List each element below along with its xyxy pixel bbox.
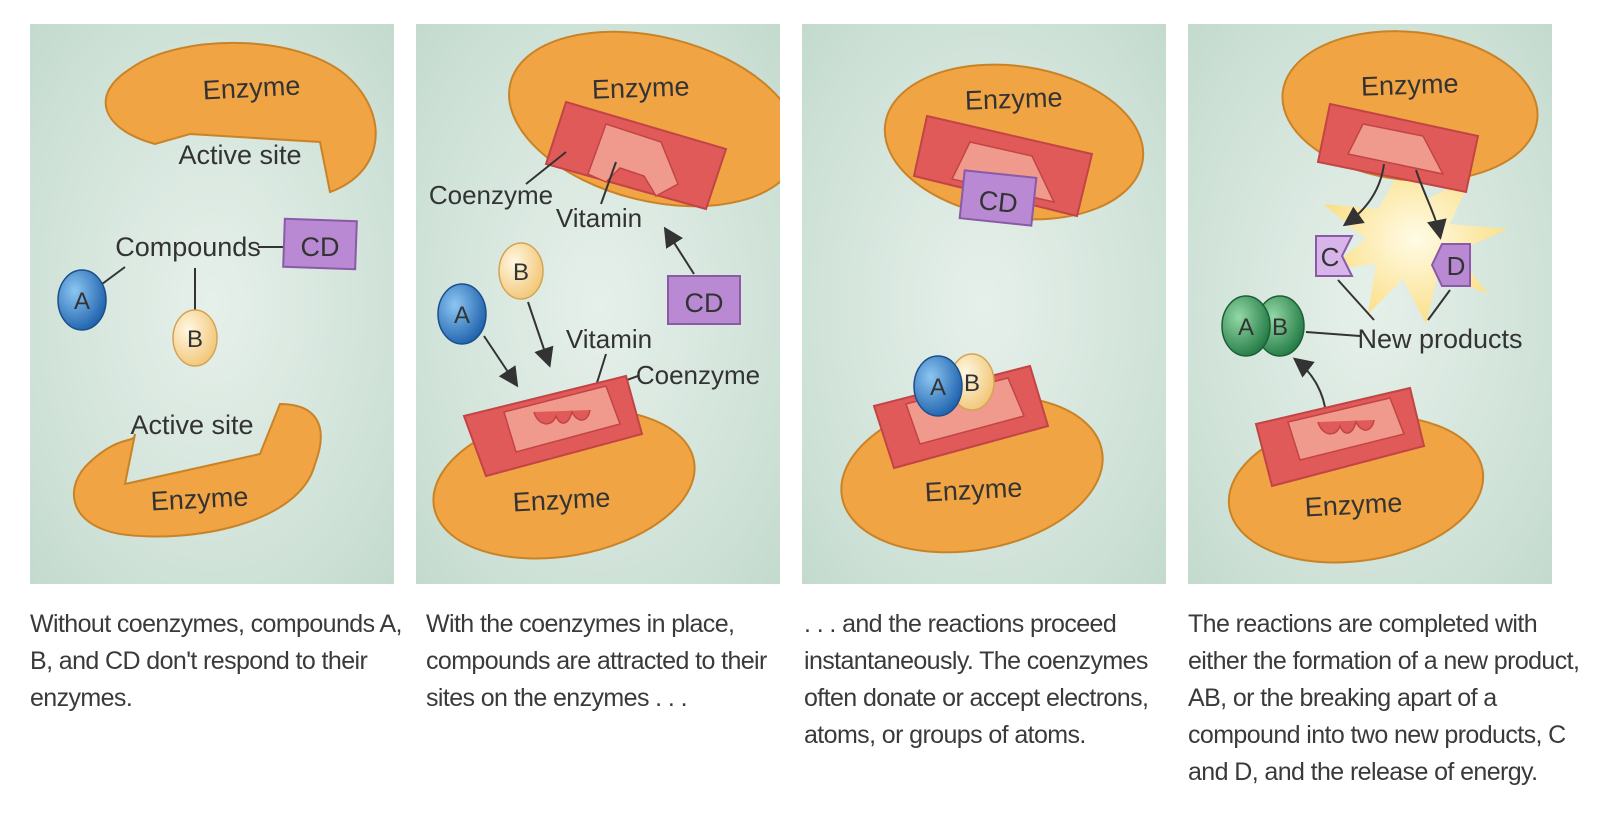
product-ab-b-label: B xyxy=(1272,314,1288,341)
enzyme-bottom-label: Enzyme xyxy=(150,481,249,516)
panel-4-diagram: Enzyme C D A B New products Enzyme xyxy=(1221,30,1539,564)
enzyme-bottom-shape xyxy=(72,402,322,538)
cd-arrow xyxy=(663,226,695,275)
panel-3-caption: . . . and the reactions proceed instanta… xyxy=(804,610,1149,749)
compound-b xyxy=(498,242,544,300)
compound-cd-label: CD xyxy=(977,185,1019,219)
compound-cd-label: CD xyxy=(301,232,340,262)
b-arrow xyxy=(527,301,554,368)
enzyme-top-shape xyxy=(104,41,377,194)
compound-a xyxy=(437,283,487,345)
coenzyme-top-pointer xyxy=(525,151,567,185)
panel-1-caption: Without coenzymes, compounds A, B, and C… xyxy=(30,610,402,712)
compound-a xyxy=(57,269,107,331)
enzyme-bottom-label: Enzyme xyxy=(512,482,611,517)
new-products-label: New products xyxy=(1357,324,1522,354)
enzyme-top-label: Enzyme xyxy=(591,71,690,104)
panel-3-diagram: Enzyme CD B A Enzyme xyxy=(840,63,1145,554)
enzyme-top-label: Enzyme xyxy=(1360,68,1459,101)
compound-b xyxy=(172,309,218,367)
product-ab-a xyxy=(1221,295,1271,357)
enzyme-bottom-label: Enzyme xyxy=(924,472,1023,507)
new-products-to-ab-line xyxy=(1305,331,1361,337)
compound-cd-label: CD xyxy=(685,288,724,318)
active-site-bottom-label: Active site xyxy=(130,410,253,440)
c-arrow xyxy=(1342,163,1385,227)
panel-4: Enzyme C D A B New products Enzyme xyxy=(1188,24,1552,584)
new-products-to-d-line xyxy=(1427,289,1451,321)
product-ab-a-label: A xyxy=(1238,314,1254,341)
panel-1-diagram: Enzyme Active site Compounds CD A B Acti… xyxy=(57,41,377,538)
compound-a-label: A xyxy=(930,374,946,401)
vitamin-top xyxy=(1346,123,1445,176)
compound-cd xyxy=(667,275,741,325)
d-arrow xyxy=(1415,169,1447,240)
product-c-label: C xyxy=(1321,242,1340,272)
vitamin-bottom xyxy=(1287,397,1406,461)
vitamin-top xyxy=(587,123,679,198)
panel-4-caption: The reactions are completed with either … xyxy=(1188,610,1580,786)
panel-1: Enzyme Active site Compounds CD A B Acti… xyxy=(30,24,394,584)
panel-3: Enzyme CD B A Enzyme xyxy=(802,24,1166,584)
a-arrow xyxy=(483,335,519,388)
product-c xyxy=(1315,235,1354,277)
compound-b-label: B xyxy=(964,370,980,397)
enzyme-top-label: Enzyme xyxy=(202,70,301,105)
enzyme-top-label: Enzyme xyxy=(964,82,1063,115)
new-products-to-c-line xyxy=(1337,279,1375,321)
vitamin-top-pointer xyxy=(600,161,617,205)
vitamin-bottom xyxy=(503,385,621,453)
vitamin-top-label: Vitamin xyxy=(556,203,642,233)
compound-a xyxy=(913,355,963,417)
enzyme-bottom-label: Enzyme xyxy=(1304,487,1403,522)
vitamin-bottom-pointer xyxy=(595,353,607,387)
compound-b-label: B xyxy=(513,259,529,286)
coenzyme-bottom-label: Coenzyme xyxy=(636,360,760,390)
product-d-label: D xyxy=(1447,251,1466,281)
panel-2-diagram: Enzyme Coenzyme Vitamin B A CD Vitamin C… xyxy=(429,30,780,560)
panel-2: Enzyme Coenzyme Vitamin B A CD Vitamin C… xyxy=(416,24,780,584)
compounds-label: Compounds xyxy=(115,232,261,262)
active-site-top-label: Active site xyxy=(178,140,301,170)
ab-arrow xyxy=(1292,357,1327,415)
coenzyme-top-label: Coenzyme xyxy=(429,180,553,210)
vitamin-bottom-label: Vitamin xyxy=(566,324,652,354)
compound-b-label: B xyxy=(187,326,203,353)
compound-a-label: A xyxy=(454,302,470,329)
compound-cd xyxy=(958,169,1038,227)
compound-a-label: A xyxy=(74,288,90,315)
product-d xyxy=(1430,243,1471,287)
panel-2-caption: With the coenzymes in place, compounds a… xyxy=(426,610,767,712)
compound-cd xyxy=(282,217,358,271)
